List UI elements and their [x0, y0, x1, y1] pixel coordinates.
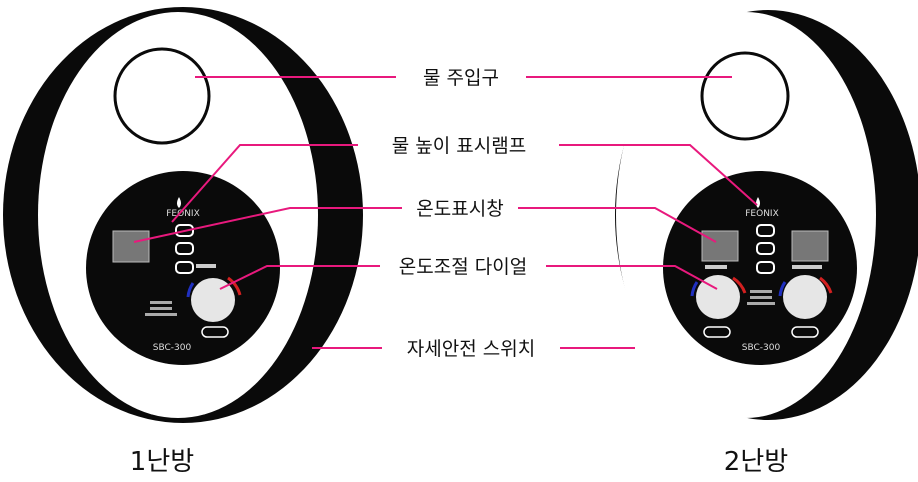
leader-lamp-right [559, 144, 758, 206]
unit-2-dial-1-hot-arc [732, 276, 747, 294]
unit-2-temp-display-1 [701, 230, 739, 262]
unit-2-water-inlet [700, 51, 790, 141]
unit-2-dial-1-cold-arc [690, 281, 699, 297]
unit-1-model: SBC-300 [153, 343, 192, 353]
leader-lamp-left [171, 144, 358, 223]
unit-1-dial-hot-arc [227, 276, 242, 296]
unit-1-dial-caption [196, 264, 216, 268]
unit-1-name: 1난방 [130, 447, 194, 477]
unit-1-control-panel [86, 171, 280, 365]
unit-1-drop-icon [177, 197, 181, 208]
unit-1-power-badge[interactable] [201, 326, 229, 338]
unit-2-power-badge-2[interactable] [791, 326, 819, 338]
unit-2-dial-2-cold-arc [778, 281, 787, 297]
label-tilt-switch: 자세안전 스위치 [407, 338, 535, 360]
unit-2-temp-display-2 [791, 230, 829, 262]
leader-dial-left [219, 265, 380, 290]
unit-1-temp-dial[interactable] [191, 278, 235, 322]
unit-2-spec-line [747, 302, 775, 305]
unit-2-dial-caption [705, 265, 727, 269]
unit-2: FEONIX SBC-300 [615, 10, 918, 420]
unit-1-temp-display [112, 230, 150, 263]
unit-2-water-level-lamps [756, 224, 775, 274]
unit-2-name: 2난방 [724, 447, 788, 477]
unit-2-dial-2-hot-arc [819, 276, 833, 294]
unit-2-temp-dial-1[interactable] [696, 275, 740, 319]
unit-2-temp-dial-2[interactable] [783, 275, 827, 319]
unit-1-water-level-lamps [175, 224, 194, 274]
unit-1-brand: FEONIX [166, 209, 200, 219]
unit-2-dial-caption [792, 265, 822, 269]
unit-2-control-panel [663, 171, 857, 365]
unit-1-lamp-2 [175, 242, 194, 255]
unit-1-water-inlet [113, 47, 211, 145]
leader-display-left [133, 207, 402, 243]
unit-1-lamp-1 [175, 224, 194, 237]
unit-1-spec-line [150, 307, 172, 310]
unit-1-spec-line [145, 313, 177, 316]
leader-display-right [518, 207, 717, 243]
callout-labels: 물 주입구 물 높이 표시램프 온도표시창 온도조절 다이얼 자세안전 스위치 [392, 67, 535, 360]
unit-2-model: SBC-300 [742, 343, 781, 353]
unit-1-spec-line [150, 301, 172, 304]
unit-2-spec-line [750, 290, 772, 293]
leader-dial-right [546, 265, 718, 290]
unit-1: FEONIX SBC-300 [3, 7, 363, 423]
unit-1-dial-cold-arc [186, 282, 195, 298]
unit-2-lamp-1 [756, 224, 775, 237]
unit-2-drop-icon [756, 197, 760, 208]
label-water-level-lamp: 물 높이 표시램프 [392, 135, 526, 157]
unit-2-spec-line [750, 296, 772, 299]
label-temp-dial: 온도조절 다이얼 [399, 256, 527, 278]
label-temp-display: 온도표시창 [416, 198, 503, 220]
leader-lines [133, 76, 758, 349]
unit-2-brand: FEONIX [745, 209, 779, 219]
unit-2-power-badge-1[interactable] [703, 326, 731, 338]
unit-2-lamp-2 [756, 242, 775, 255]
unit-1-lamp-3 [175, 261, 194, 274]
unit-2-lamp-3 [756, 261, 775, 274]
label-water-inlet: 물 주입구 [423, 67, 499, 89]
